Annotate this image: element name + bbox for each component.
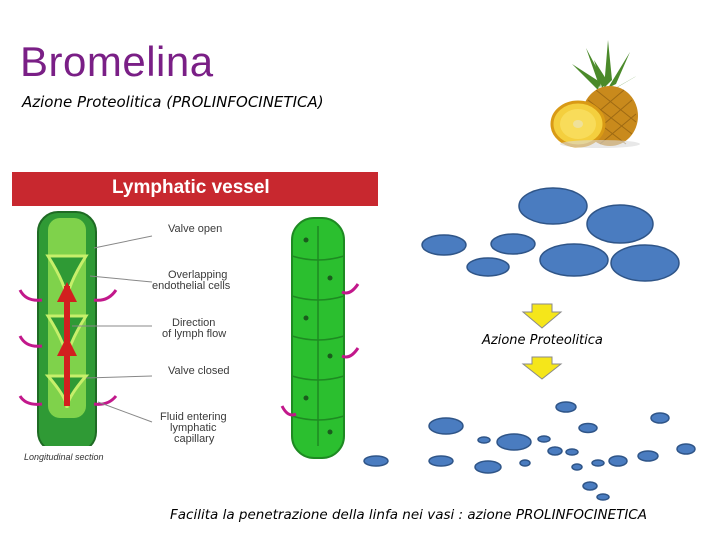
diagram-banner xyxy=(12,172,378,206)
label-fluid-entering: Fluid entering xyxy=(160,411,227,423)
slide-title: Bromelina xyxy=(20,38,214,85)
lymphatic-vessel-diagram: Lymphatic vessel xyxy=(12,172,378,468)
vessel-illustration xyxy=(12,211,360,468)
slide-footer: Facilita la penetrazione della linfa nei… xyxy=(170,507,647,523)
proteolytic-action-label: Azione Proteolitica xyxy=(482,333,603,348)
diagram-banner-title: Lymphatic vessel xyxy=(112,177,270,198)
slide-subtitle: Azione Proteolitica (PROLINFOCINETICA) xyxy=(22,93,324,111)
arrow-down-icon xyxy=(521,303,563,329)
label-valve-closed: Valve closed xyxy=(168,365,230,377)
label-longitudinal-section: Longitudinal section xyxy=(24,452,104,462)
protein-particles-diagram xyxy=(363,187,696,501)
label-capillary: capillary xyxy=(174,433,215,445)
pineapple-icon xyxy=(550,40,640,148)
label-direction: Direction xyxy=(172,317,216,329)
arrow-down-icon xyxy=(521,356,563,380)
label-lymphatic: lymphatic xyxy=(170,422,217,434)
label-lymph-flow: of lymph flow xyxy=(162,328,227,340)
label-overlapping: Overlapping xyxy=(168,269,228,281)
label-valve-open: Valve open xyxy=(168,223,223,235)
label-endothelial-cells: endothelial cells xyxy=(152,280,231,292)
